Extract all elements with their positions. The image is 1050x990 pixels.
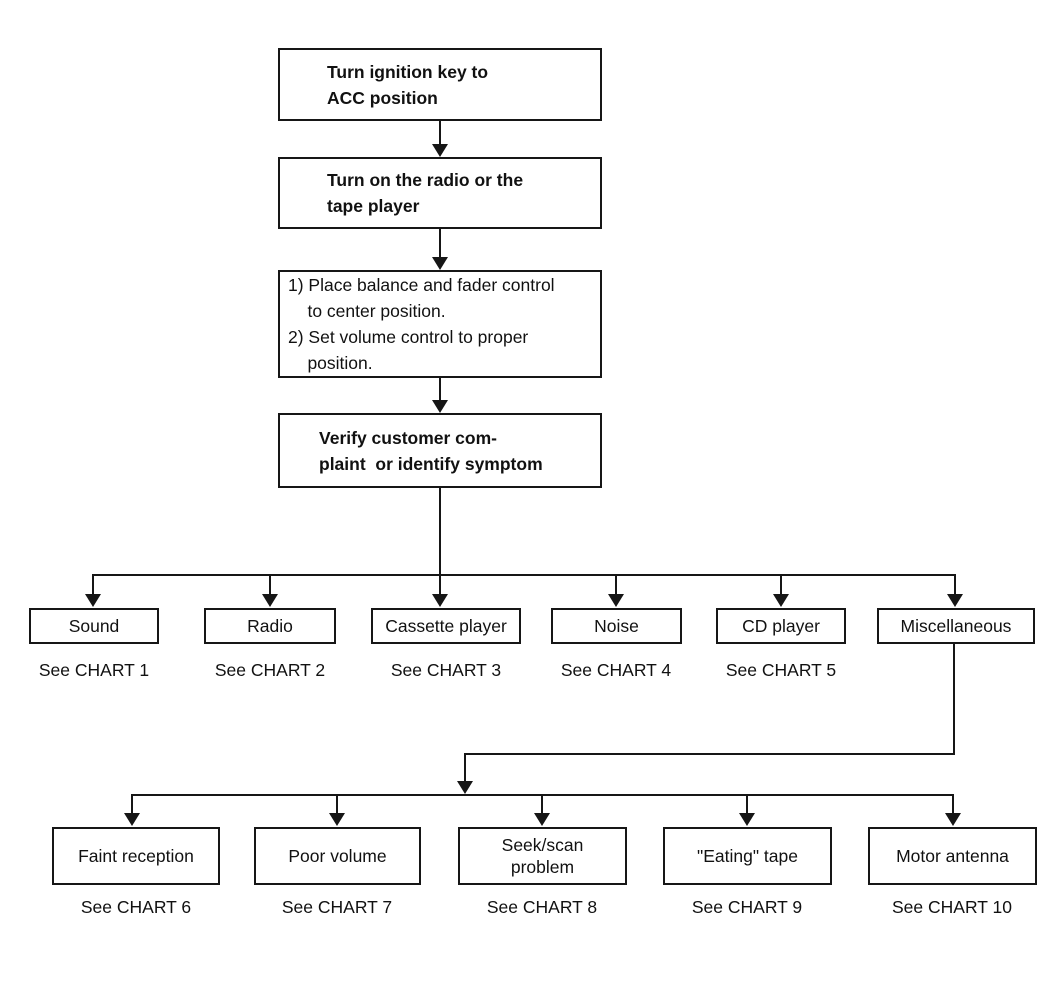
branch-box-noise: Noise [551, 608, 682, 644]
chart-ref-2: See CHART 2 [214, 660, 326, 680]
chart-ref-3: See CHART 3 [390, 660, 502, 680]
connector-step2-step3 [439, 229, 441, 258]
drop-poor-volume [336, 794, 338, 816]
drop-eating-tape [746, 794, 748, 816]
arrowhead-noise [608, 594, 624, 607]
branch-line-level1 [93, 574, 956, 576]
branch-box-sound: Sound [29, 608, 159, 644]
arrowhead-cassette-player [432, 594, 448, 607]
branch-box-eating-tape: "Eating" tape [663, 827, 832, 885]
chart-ref-6: See CHART 6 [80, 897, 192, 917]
drop-seek-scan [541, 794, 543, 816]
arrowhead-step2 [432, 144, 448, 157]
drop-sound [92, 574, 94, 596]
drop-motor-antenna [952, 794, 954, 816]
branch-line-level2 [132, 794, 954, 796]
arrowhead-poor-volume [329, 813, 345, 826]
arrowhead-step3 [432, 257, 448, 270]
step-box-radio-on: Turn on the radio or the tape player [278, 157, 602, 229]
connector-step3-step4 [439, 378, 441, 402]
step-box-ignition: Turn ignition key to ACC position [278, 48, 602, 121]
drop-radio [269, 574, 271, 596]
chart-ref-9: See CHART 9 [691, 897, 803, 917]
chart-ref-10: See CHART 10 [892, 897, 1012, 917]
misc-elbow-drop [464, 753, 466, 783]
chart-ref-7: See CHART 7 [281, 897, 393, 917]
drop-noise [615, 574, 617, 596]
arrowhead-faint-reception [124, 813, 140, 826]
arrowhead-miscellaneous [947, 594, 963, 607]
branch-box-cd-player: CD player [716, 608, 846, 644]
drop-cd-player [780, 574, 782, 596]
misc-down-line [953, 644, 955, 755]
step-box-verify-complaint: Verify customer com- plaint or identify … [278, 413, 602, 488]
trunk-step4-branches [439, 488, 441, 596]
branch-box-poor-volume: Poor volume [254, 827, 421, 885]
branch-box-motor-antenna: Motor antenna [868, 827, 1037, 885]
drop-miscellaneous [954, 574, 956, 596]
branch-box-faint-reception: Faint reception [52, 827, 220, 885]
chart-ref-1: See CHART 1 [38, 660, 150, 680]
step-box-controls: 1) Place balance and fader control to ce… [278, 270, 602, 378]
arrowhead-eating-tape [739, 813, 755, 826]
misc-elbow-line [464, 753, 955, 755]
chart-ref-4: See CHART 4 [560, 660, 672, 680]
arrowhead-step4 [432, 400, 448, 413]
branch-box-cassette-player: Cassette player [371, 608, 521, 644]
drop-faint-reception [131, 794, 133, 816]
arrowhead-sound [85, 594, 101, 607]
branch-box-miscellaneous: Miscellaneous [877, 608, 1035, 644]
branch-box-radio: Radio [204, 608, 336, 644]
chart-ref-5: See CHART 5 [725, 660, 837, 680]
arrowhead-cd-player [773, 594, 789, 607]
connector-step1-step2 [439, 121, 441, 146]
arrowhead-level2-line [457, 781, 473, 794]
arrowhead-radio [262, 594, 278, 607]
chart-ref-8: See CHART 8 [486, 897, 598, 917]
branch-box-seek-scan-problem: Seek/scan problem [458, 827, 627, 885]
arrowhead-seek-scan [534, 813, 550, 826]
arrowhead-motor-antenna [945, 813, 961, 826]
